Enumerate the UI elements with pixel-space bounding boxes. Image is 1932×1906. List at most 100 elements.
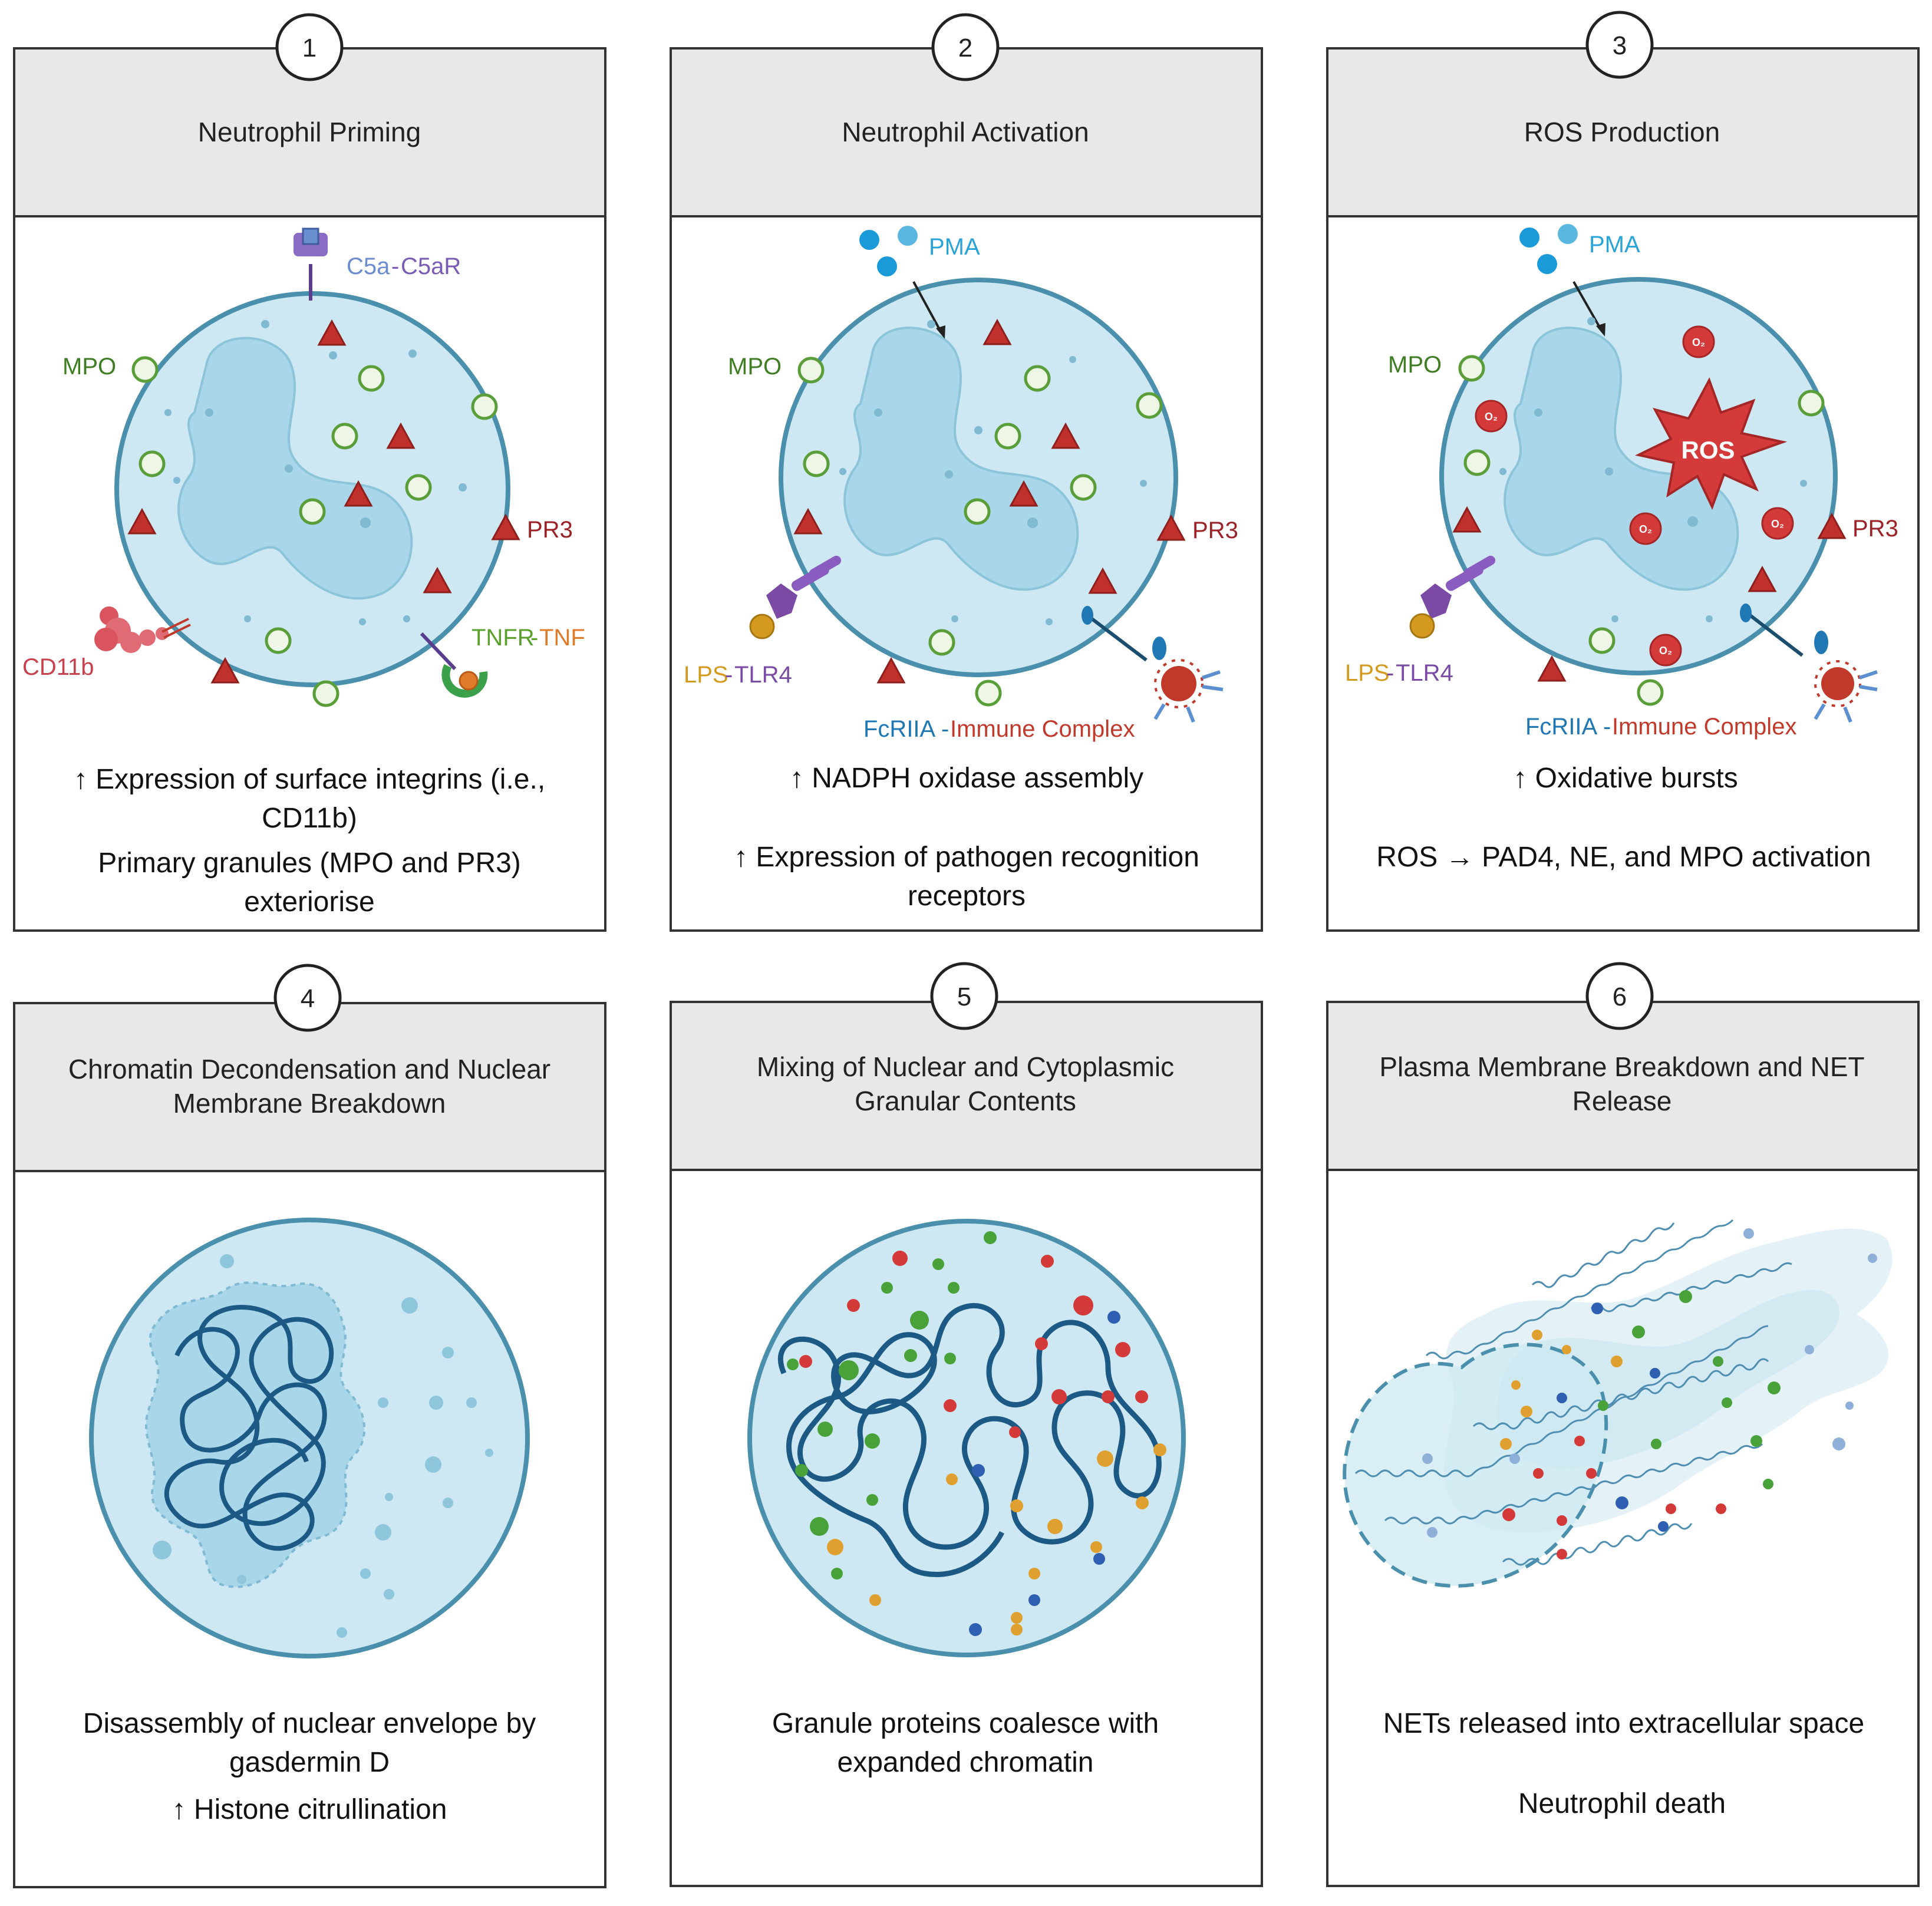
- panel-6-desc-line-2: Neutrophil death: [1518, 1788, 1726, 1819]
- panel-6-number: 6: [1613, 982, 1627, 1011]
- panel-5-title-line-1: Mixing of Nuclear and Cytoplasmic: [757, 1051, 1174, 1082]
- panel-5-neutrophil: [747, 1219, 1186, 1657]
- panel-5-desc-line-1: Granule proteins coalesce with: [772, 1708, 1159, 1739]
- panel-1-neutrophil: C5a - C5aR MPO PR3 CD11b TNFR - TNF: [22, 227, 585, 705]
- panel-5-number: 5: [957, 982, 971, 1011]
- panel-5-title-line-2: Granular Contents: [855, 1086, 1076, 1116]
- cd11b-icon: [94, 606, 191, 653]
- panel-4-title-line-1: Chromatin Decondensation and Nuclear: [68, 1054, 550, 1084]
- arrow-icon: [912, 281, 943, 334]
- panel-1-description: ↑ Expression of surface integrins (i.e.,…: [74, 764, 545, 918]
- panel-4-description: Disassembly of nuclear envelope by gasde…: [83, 1708, 536, 1825]
- superoxide-icons: O₂ O₂ O₂ O₂ O₂: [1475, 325, 1794, 667]
- nucleus: [1504, 327, 1739, 591]
- panel-2-desc-line-1: ↑ NADPH oxidase assembly: [790, 763, 1143, 794]
- panel-2-desc-line-2: ↑ Expression of pathogen recognition: [734, 842, 1199, 873]
- dots: [164, 320, 467, 625]
- label-fcr: FcRIIA: [1525, 714, 1598, 740]
- label-c5a: C5a: [347, 253, 390, 279]
- label-c5ar: C5aR: [401, 253, 461, 279]
- panel-2-description: ↑ NADPH oxidase assembly ↑ Expression of…: [734, 763, 1199, 912]
- panel-1-number: 1: [302, 34, 316, 62]
- panel-2-title: Neutrophil Activation: [842, 117, 1089, 147]
- label-mpo: MPO: [62, 354, 116, 380]
- label-immune: Immune Complex: [950, 716, 1135, 742]
- label-cd11b: CD11b: [22, 654, 94, 680]
- label-lps-dash: -: [1386, 660, 1394, 686]
- panel-4-desc-line-3: ↑ Histone citrullination: [172, 1794, 447, 1825]
- dots: [153, 1254, 493, 1638]
- label-tnfr-dash: -: [530, 625, 538, 651]
- panel-4-neutrophil: [89, 1218, 530, 1658]
- superoxide-label: O₂: [1485, 411, 1498, 423]
- label-tnfr: TNFR: [472, 625, 535, 651]
- chromatin-strand: [777, 1302, 1162, 1577]
- panel-4-number: 4: [301, 984, 315, 1013]
- label-pr3: PR3: [527, 517, 573, 543]
- tlr4-icon: [749, 555, 842, 639]
- label-pma: PMA: [929, 234, 980, 260]
- label-lps-dash: -: [725, 662, 733, 688]
- tlr4-icon: [1409, 555, 1496, 639]
- granule-proteins: [1422, 1228, 1877, 1559]
- panel-4-desc-line-1: Disassembly of nuclear envelope by: [83, 1708, 536, 1739]
- panel-5-description: Granule proteins coalesce with expanded …: [772, 1708, 1159, 1778]
- panel-6-description: NETs released into extracellular space N…: [1383, 1708, 1864, 1819]
- panel-6-title-line-2: Release: [1572, 1086, 1672, 1116]
- arrow-icon: [1572, 281, 1603, 332]
- tnfr-icon: [420, 632, 488, 698]
- panel-3-desc-line-1: ↑ Oxidative bursts: [1513, 763, 1738, 794]
- label-mpo: MPO: [1388, 352, 1442, 378]
- label-pma: PMA: [1589, 232, 1640, 258]
- panel-3-number: 3: [1613, 31, 1627, 60]
- panel-3-description: ↑ Oxidative bursts ROS → PAD4, NE, and M…: [1376, 763, 1871, 873]
- net-fibres: [1354, 1219, 1792, 1566]
- panel-1-desc-line-4: exteriorise: [244, 886, 374, 918]
- panel-2-neutrophil: PMA MPO PR3 LPS - TLR4 FcRIIA - Immune C…: [684, 226, 1238, 742]
- panel-4-desc-line-2: gasdermin D: [229, 1747, 390, 1778]
- superoxide-label: O₂: [1771, 518, 1784, 530]
- ros-label: ROS: [1681, 436, 1735, 464]
- ros-burst-icon: ROS: [1634, 377, 1788, 510]
- receptor-c5ar-icon: [294, 227, 328, 301]
- label-immune: Immune Complex: [1612, 714, 1796, 740]
- label-tlr4: TLR4: [1396, 660, 1453, 686]
- panel-2-desc-line-3: receptors: [908, 881, 1026, 912]
- label-lps: LPS: [1345, 660, 1390, 686]
- panel-1-desc-line-2: CD11b): [262, 803, 357, 834]
- label-fcr: FcRIIA: [863, 716, 936, 742]
- ruptured-membrane: [1343, 1343, 1608, 1588]
- panel-6-desc-line-1: NETs released into extracellular space: [1383, 1708, 1864, 1739]
- pma-molecules-icon: [1519, 224, 1578, 274]
- nucleus: [177, 337, 413, 600]
- panel-1-desc-line-3: Primary granules (MPO and PR3): [98, 848, 521, 879]
- panel-1-desc-line-1: ↑ Expression of surface integrins (i.e.,: [74, 764, 545, 795]
- panel-3-neutrophil: ROS O₂ O₂ O₂ O₂ O₂: [1345, 224, 1898, 740]
- label-mpo: MPO: [728, 354, 782, 380]
- nucleus: [843, 327, 1079, 591]
- superoxide-label: O₂: [1659, 645, 1672, 657]
- label-fcr-dash: -: [941, 716, 949, 742]
- label-tlr4: TLR4: [734, 662, 792, 688]
- label-pr3: PR3: [1852, 516, 1898, 542]
- chromatin-strand: [164, 1305, 334, 1551]
- panel-6-net-release: [1343, 1219, 1893, 1588]
- label-fcr-dash: -: [1603, 714, 1611, 740]
- label-tnf: TNF: [539, 625, 585, 651]
- pma-molecules-icon: [859, 226, 918, 276]
- superoxide-label: O₂: [1692, 337, 1705, 348]
- panel-3-title: ROS Production: [1524, 117, 1720, 147]
- label-c5a-dash: -: [391, 253, 399, 279]
- fcriia-immune-complex-icon: [1082, 606, 1224, 723]
- panel-6-title-line-1: Plasma Membrane Breakdown and NET: [1379, 1051, 1864, 1082]
- superoxide-label: O₂: [1639, 523, 1652, 535]
- panel-3-desc-line-2: ROS → PAD4, NE, and MPO activation: [1376, 842, 1871, 873]
- dots: [839, 320, 1147, 625]
- fcriia-immune-complex-icon: [1740, 604, 1878, 723]
- panel-4-title-line-2: Membrane Breakdown: [173, 1088, 446, 1119]
- panel-2-number: 2: [958, 34, 972, 62]
- dots: [1499, 317, 1807, 622]
- label-lps: LPS: [684, 662, 728, 688]
- label-pr3: PR3: [1192, 517, 1238, 543]
